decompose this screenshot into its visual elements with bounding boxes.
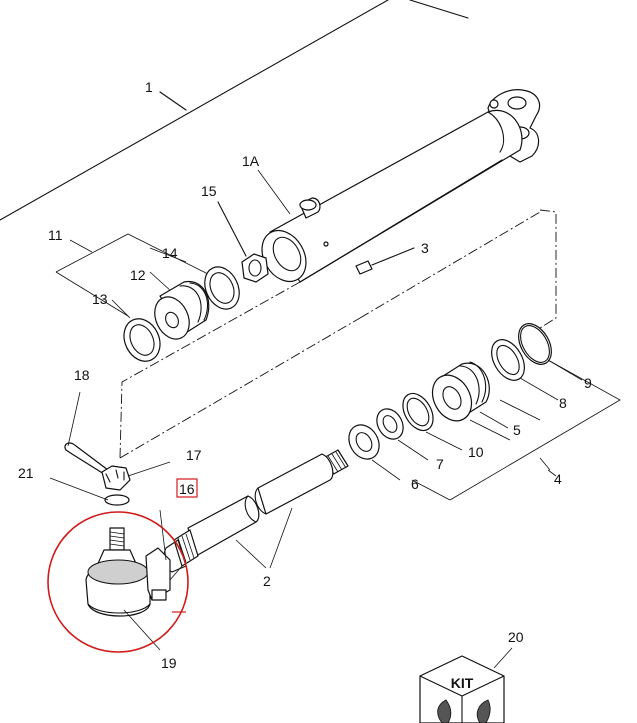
label-18: 18 bbox=[74, 367, 90, 383]
part-6-washer bbox=[348, 424, 401, 481]
part-18-cotter-pin bbox=[64, 391, 109, 475]
highlight-marks bbox=[47, 478, 198, 653]
part-8-ring bbox=[491, 339, 559, 401]
cylinder-barrel bbox=[261, 89, 541, 283]
label-7: 7 bbox=[436, 456, 444, 472]
label-8: 8 bbox=[559, 395, 567, 411]
label-19: 19 bbox=[161, 655, 177, 671]
label-1: 1 bbox=[145, 79, 153, 95]
assembly-line-1 bbox=[0, 0, 469, 221]
leaf-logo-icon bbox=[476, 699, 491, 723]
leaf-logo-icon bbox=[437, 699, 452, 723]
kit-box-icon: KIT bbox=[419, 647, 513, 723]
label-20: 20 bbox=[508, 629, 524, 645]
part-9-o-ring bbox=[518, 323, 583, 381]
part-15-nut bbox=[217, 201, 269, 283]
part-10-ring bbox=[402, 392, 463, 451]
part-21-o-ring bbox=[49, 477, 130, 506]
dash-envelope bbox=[119, 209, 557, 459]
label-4: 4 bbox=[554, 471, 562, 487]
label-2: 2 bbox=[263, 573, 271, 589]
part-labels: 1 1A 15 3 11 14 12 13 18 17 21 16 2 19 9… bbox=[18, 79, 592, 671]
label-12: 12 bbox=[130, 267, 146, 283]
highlight-circle bbox=[47, 511, 189, 653]
label-16: 16 bbox=[179, 481, 195, 497]
leader-lines bbox=[257, 169, 557, 477]
part-3-screw bbox=[355, 247, 415, 275]
label-5: 5 bbox=[513, 422, 521, 438]
part-7-washer bbox=[376, 408, 429, 461]
part-19-ball-joint bbox=[85, 509, 183, 651]
label-13: 13 bbox=[92, 291, 108, 307]
part-14-ring bbox=[204, 266, 240, 310]
label-10: 10 bbox=[468, 444, 484, 460]
part-5-gland bbox=[431, 361, 509, 429]
part-13-ring bbox=[123, 318, 161, 362]
highlight-box-16 bbox=[176, 478, 198, 498]
label-15: 15 bbox=[201, 183, 217, 199]
part-2-piston-rod bbox=[163, 449, 349, 573]
right-group-bracket bbox=[411, 359, 621, 501]
part-17-castle-nut bbox=[101, 461, 171, 491]
part-12-piston bbox=[154, 280, 210, 340]
label-1a: 1A bbox=[242, 153, 260, 169]
label-3: 3 bbox=[421, 240, 429, 256]
label-6: 6 bbox=[411, 476, 419, 492]
label-21: 21 bbox=[18, 465, 34, 481]
kit-text: KIT bbox=[451, 675, 474, 691]
label-17: 17 bbox=[186, 447, 202, 463]
label-9: 9 bbox=[584, 375, 592, 391]
label-14: 14 bbox=[162, 245, 178, 261]
left-group-bracket bbox=[55, 233, 221, 319]
label-11: 11 bbox=[48, 227, 63, 243]
